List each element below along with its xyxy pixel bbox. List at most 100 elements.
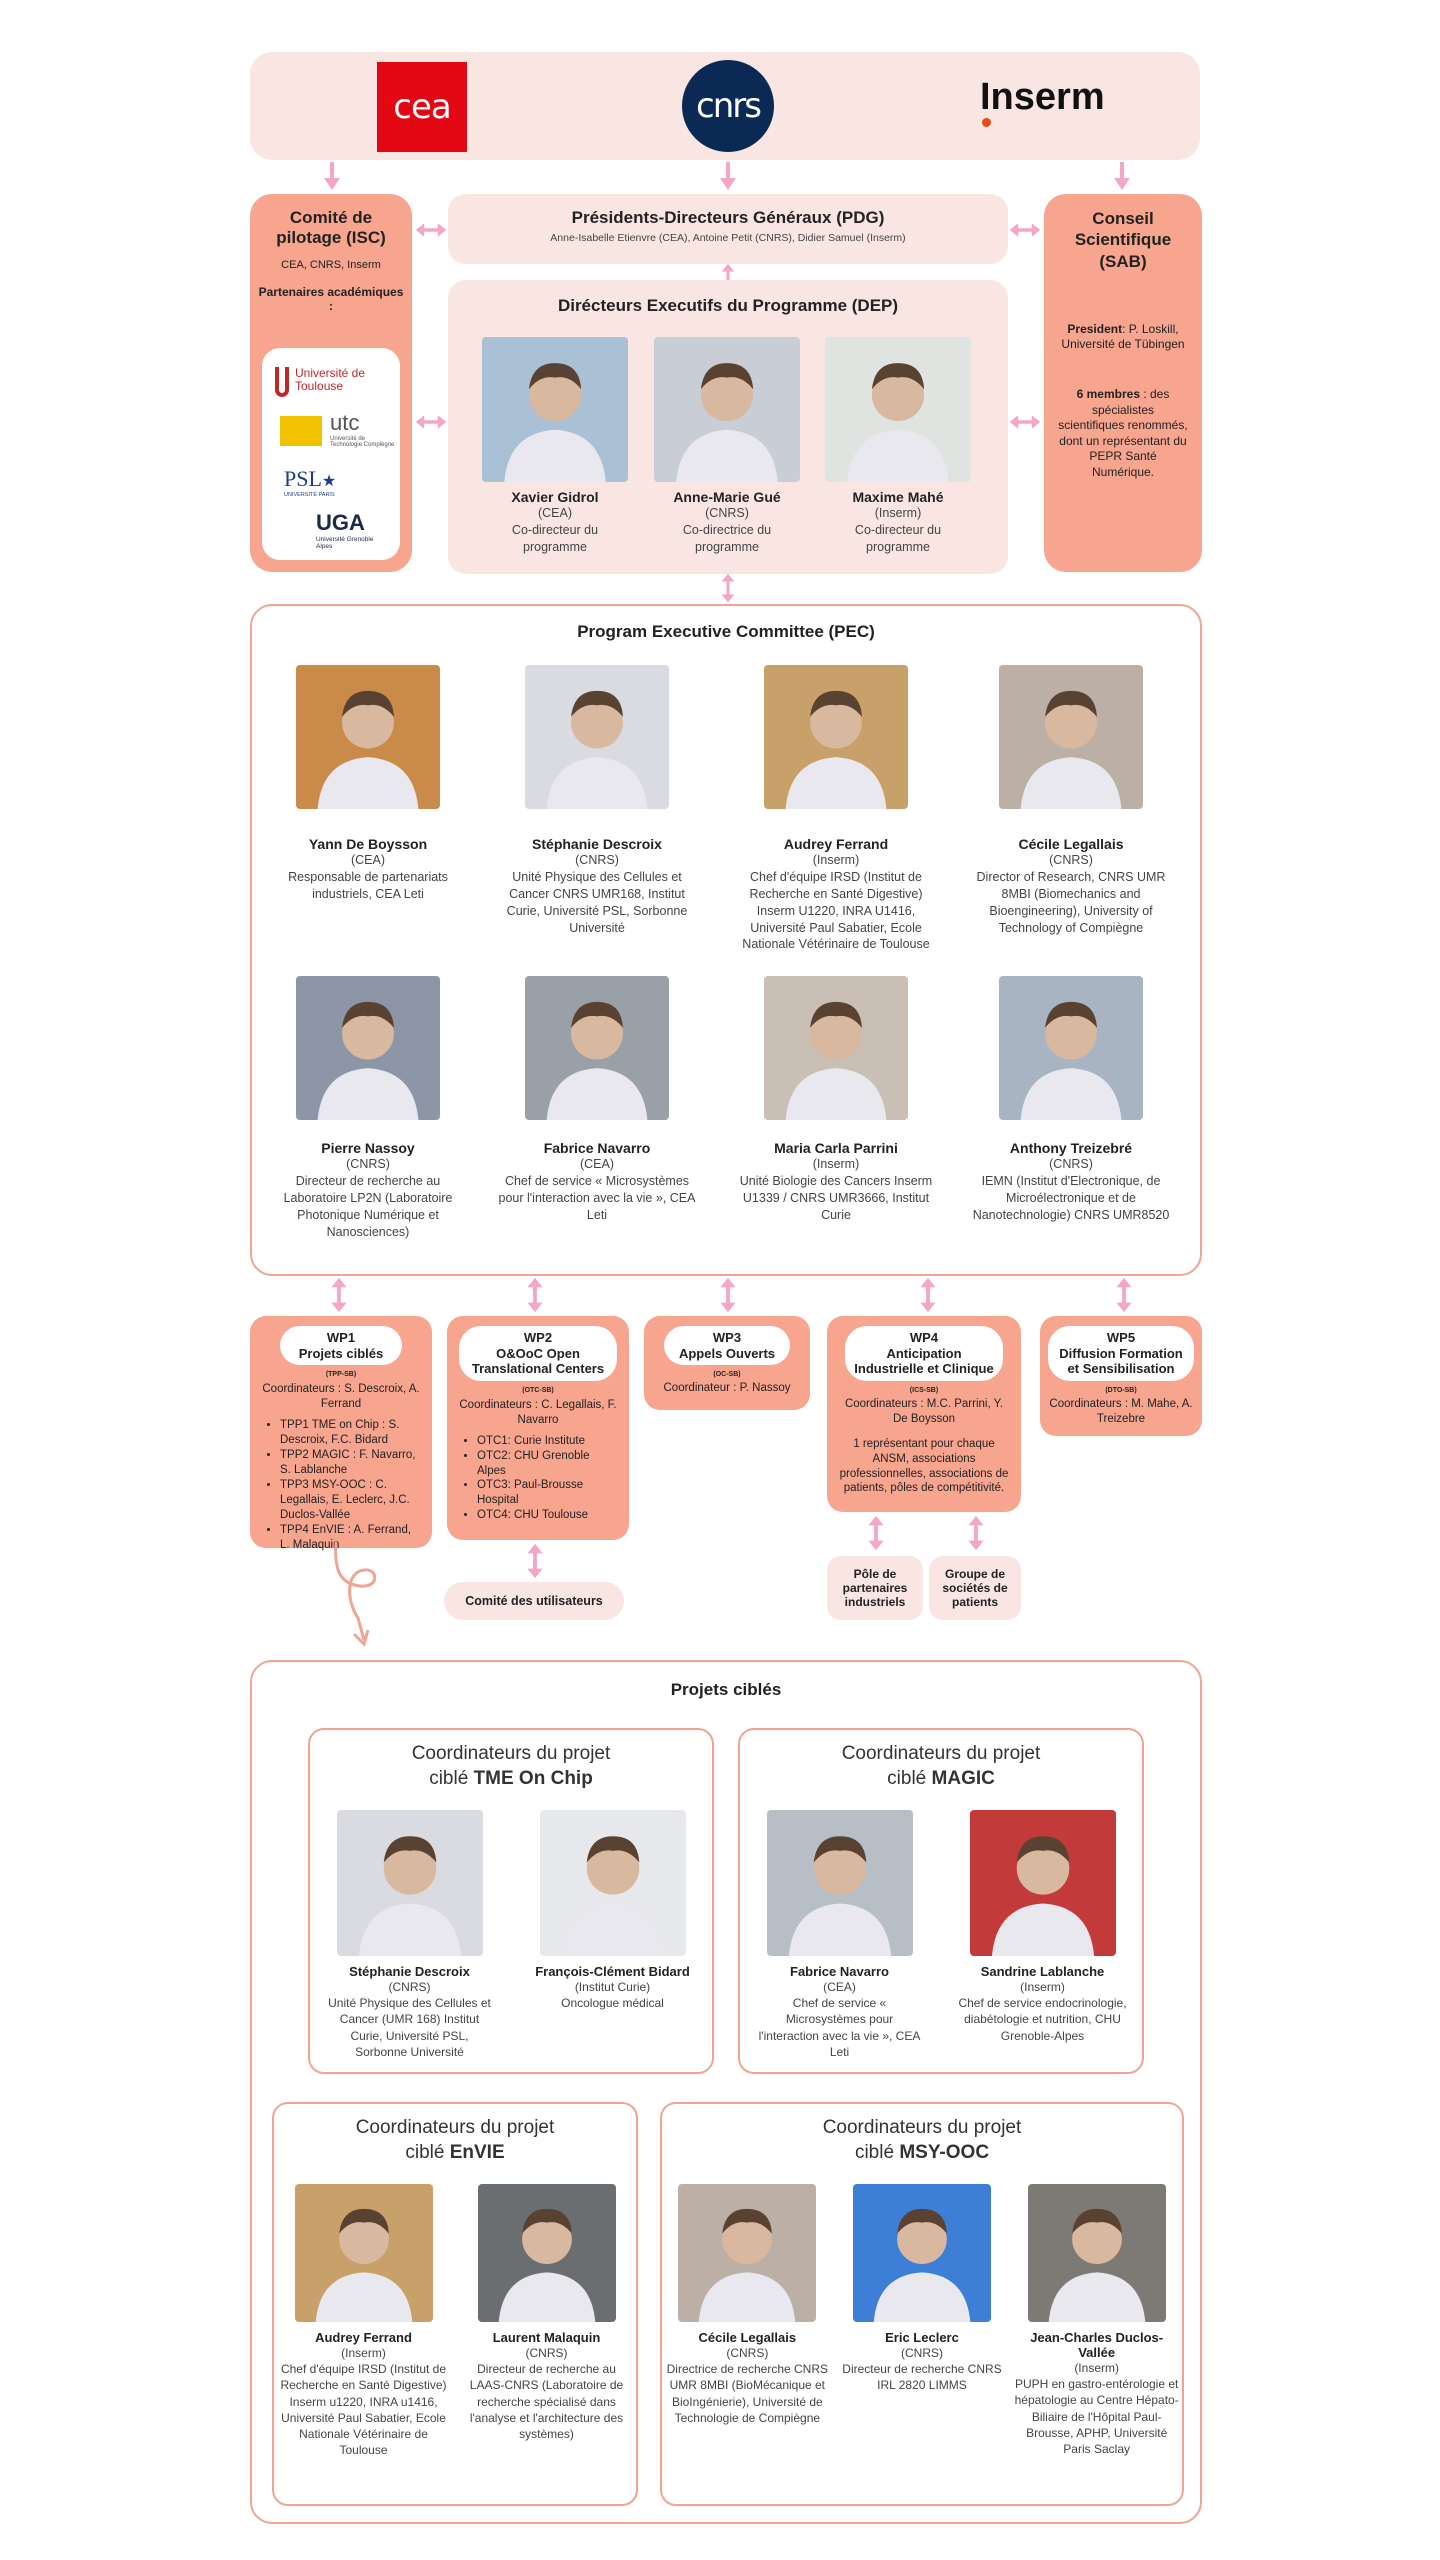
cea-logo: cea <box>377 62 467 152</box>
uga-logo: UGA Université Grenoble Alpes <box>316 510 374 551</box>
person-icon <box>999 976 1143 1120</box>
person-icon <box>525 976 669 1120</box>
pec-member: Stéphanie Descroix (CNRS) Unité Physique… <box>506 836 688 935</box>
dep-person: Anne-Marie Gué (CNRS) Co-directrice du p… <box>673 489 781 554</box>
photo-project-coordinator <box>1027 2184 1166 2322</box>
wp1-list: TPP1 TME on Chip : S. Descroix, F.C. Bid… <box>262 1418 420 1552</box>
wp2-title: WP2 O&OoC Open Translational Centers <box>459 1326 617 1381</box>
person-icon <box>767 1810 913 1956</box>
pdg-title: Présidents-Directeurs Généraux (PDG) <box>571 208 885 227</box>
wp1-box: WP1 Projets ciblés (TPP-SB) Coordinateur… <box>250 1316 432 1551</box>
photo-project-coordinator <box>969 1810 1116 1956</box>
person-icon <box>678 2184 816 2322</box>
psl-logo: PSL★ UNIVERSITÉ PARIS <box>284 466 337 498</box>
sab-box: Conseil Scientifique (SAB) President: P.… <box>1044 194 1202 572</box>
photo-pec-member <box>525 976 669 1120</box>
photo-xavier-gidrol <box>482 337 628 482</box>
projets-title: Projets ciblés <box>670 1680 782 1699</box>
double-arrow-icon <box>414 411 448 433</box>
utc-icon <box>280 416 322 446</box>
dep-title: Dirécteurs Executifs du Programme (DEP) <box>557 296 899 315</box>
person-icon <box>296 976 440 1120</box>
project-coordinator: Fabrice Navarro (CEA) Chef de service « … <box>758 1964 921 2059</box>
toulouse-icon <box>275 367 289 397</box>
star-icon: ★ <box>321 473 337 490</box>
double-arrow-icon <box>523 1542 547 1580</box>
pec-member: Audrey Ferrand (Inserm) Chef d'équipe IR… <box>742 836 930 952</box>
sab-members: 6 membres : des spécialistes scientifiqu… <box>1058 386 1188 479</box>
double-arrow-icon <box>523 1276 547 1314</box>
inserm-dot-icon <box>982 118 991 127</box>
pec-member: Pierre Nassoy (CNRS) Directeur de recher… <box>283 1140 453 1239</box>
photo-project-coordinator <box>766 1810 913 1956</box>
sab-president: President: P. Loskill, Université de Tüb… <box>1061 321 1185 352</box>
person-icon <box>478 2184 616 2322</box>
person-icon <box>764 976 908 1120</box>
photo-pec-member <box>999 976 1143 1120</box>
person-icon <box>296 665 440 809</box>
pdg-box: Présidents-Directeurs Généraux (PDG) Ann… <box>448 194 1008 264</box>
person-icon <box>1028 2184 1166 2322</box>
wp5-title: WP5 Diffusion Formation et Sensibilisati… <box>1048 1326 1194 1381</box>
photo-pec-member <box>296 665 440 809</box>
photo-project-coordinator <box>294 2184 433 2322</box>
photo-project-coordinator <box>539 1810 686 1956</box>
project-coordinator: Laurent Malaquin (CNRS) Directeur de rec… <box>469 2330 624 2441</box>
inserm-logo: Inserm <box>980 76 1120 127</box>
person-icon <box>525 665 669 809</box>
photo-project-coordinator <box>336 1810 483 1956</box>
double-arrow-icon <box>964 1514 988 1552</box>
photo-pec-member <box>525 665 669 809</box>
comite-utilisateurs: Comité des utilisateurs <box>444 1582 624 1620</box>
photo-project-coordinator <box>678 2184 817 2322</box>
sab-title: Conseil Scientifique (SAB) <box>1074 209 1172 271</box>
curly-arrow-icon <box>334 1541 377 1647</box>
wp4-title: WP4 Anticipation Industrielle et Cliniqu… <box>845 1326 1003 1381</box>
double-arrow-icon <box>1008 411 1042 433</box>
pdg-names: Anne-Isabelle Etienvre (CEA), Antoine Pe… <box>550 232 906 244</box>
down-arrow-icon <box>1110 162 1134 192</box>
double-arrow-icon <box>916 1276 940 1314</box>
photo-anne-marie-gue <box>654 337 800 482</box>
photo-pec-member <box>764 665 908 809</box>
wp1-title: WP1 Projets ciblés <box>280 1326 402 1366</box>
wp2-box: WP2 O&OoC Open Translational Centers (OT… <box>447 1316 629 1540</box>
down-arrow-icon <box>320 162 344 192</box>
double-arrow-icon <box>716 1276 740 1314</box>
double-arrow-icon <box>327 1276 351 1314</box>
project-coordinator: Audrey Ferrand (Inserm) Chef d'équipe IR… <box>280 2330 447 2458</box>
pec-member: Yann De Boysson (CEA) Responsable de par… <box>288 836 448 901</box>
person-icon <box>853 2184 991 2322</box>
pec-member: Anthony Treizebré (CNRS) IEMN (Institut … <box>972 1140 1170 1222</box>
utc-logo: utc Université de Technologie Compiègne <box>280 410 395 452</box>
wp2-list: OTC1: Curie Institute OTC2: CHU Grenoble… <box>459 1434 617 1524</box>
pec-member: Fabrice Navarro (CEA) Chef de service « … <box>498 1140 696 1222</box>
photo-pec-member <box>296 976 440 1120</box>
wp3-title: WP3 Appels Ouverts <box>664 1326 790 1366</box>
person-icon <box>295 2184 433 2322</box>
photo-pec-member <box>999 665 1143 809</box>
project-coordinator: Cécile Legallais (CNRS) Directrice de re… <box>666 2330 829 2425</box>
double-arrow-icon <box>716 572 740 604</box>
double-arrow-icon <box>864 1514 888 1552</box>
person-icon <box>337 1810 483 1956</box>
photo-project-coordinator <box>853 2184 991 2322</box>
pec-member: Maria Carla Parrini (Inserm) Unité Biolo… <box>739 1140 933 1222</box>
dep-person: Maxime Mahé (Inserm) Co-directeur du pro… <box>852 489 944 554</box>
dep-person: Xavier Gidrol (CEA) Co-directeur du prog… <box>511 489 599 554</box>
photo-project-coordinator <box>477 2184 616 2322</box>
photo-pec-member <box>764 976 908 1120</box>
project-coordinator: Sandrine Lablanche (Inserm) Chef de serv… <box>958 1964 1127 2043</box>
project-coordinator: François-Clément Bidard (Institut Curie)… <box>535 1964 690 2011</box>
isc-title: Comité de pilotage (ISC) <box>276 208 386 248</box>
project-coordinator: Eric Leclerc (CNRS) Directeur de recherc… <box>842 2330 1002 2393</box>
person-icon <box>764 665 908 809</box>
wp5-box: WP5 Diffusion Formation et Sensibilisati… <box>1040 1316 1202 1436</box>
isc-partners-title: Partenaires académiques : <box>258 284 404 313</box>
person-icon <box>970 1810 1116 1956</box>
pole-partenaires: Pôle de partenaires industriels <box>827 1556 923 1620</box>
wp3-box: WP3 Appels Ouverts (OC-SB) Coordinateur … <box>644 1316 810 1410</box>
groupe-patients: Groupe de sociétés de patients <box>929 1556 1021 1620</box>
double-arrow-icon <box>414 219 448 241</box>
down-arrow-icon <box>716 162 740 192</box>
